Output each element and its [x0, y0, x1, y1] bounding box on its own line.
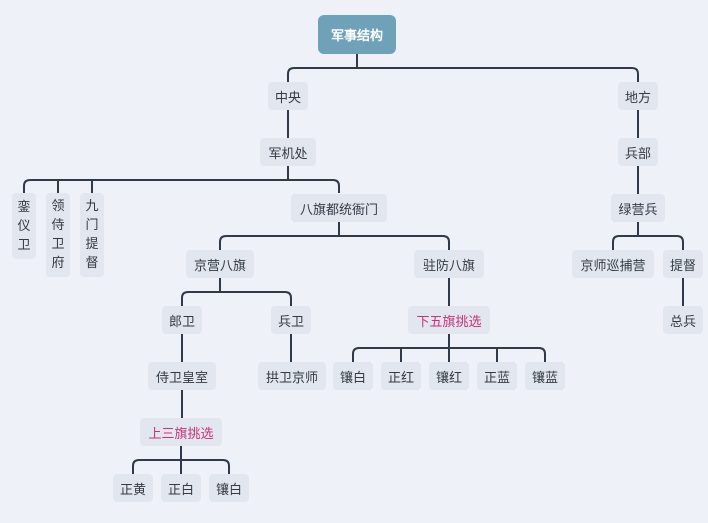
- node-jingshi-xunbuying[interactable]: 京师巡捕营: [572, 250, 654, 278]
- node-luanyiwei[interactable]: 銮 仪 卫: [12, 193, 36, 259]
- node-lingshiweifu-char-4: 府: [51, 256, 65, 271]
- edge-jingying-bus: [181, 291, 292, 306]
- node-jiumentidu-char-2: 门: [85, 218, 99, 233]
- node-lvyingbing[interactable]: 绿营兵: [611, 194, 665, 222]
- node-lower-banner-xiangbai[interactable]: 镶白: [333, 362, 373, 390]
- node-tidu[interactable]: 提督: [663, 250, 703, 278]
- node-lingshiweifu-char-2: 侍: [51, 218, 65, 233]
- node-zhufang-baqi[interactable]: 驻防八旗: [414, 250, 484, 278]
- node-lower-banner-xianghong[interactable]: 镶红: [429, 362, 469, 390]
- node-shangsanqi-note[interactable]: 上三旗挑选: [140, 418, 222, 446]
- node-lingshiweifu-char-1: 领: [51, 199, 65, 214]
- node-zongbing[interactable]: 总兵: [663, 306, 703, 334]
- node-jiumentidu[interactable]: 九 门 提 督: [80, 193, 104, 277]
- node-lower-banner-zhenghong[interactable]: 正红: [381, 362, 421, 390]
- node-luanyiwei-char-3: 卫: [17, 237, 31, 253]
- node-jiumentidu-char-3: 提: [85, 237, 99, 252]
- node-upper-banner-xiangbai[interactable]: 镶白: [209, 474, 249, 502]
- node-shiwei-huangshi[interactable]: 侍卫皇室: [148, 362, 216, 390]
- node-langwei[interactable]: 郎卫: [162, 306, 202, 334]
- node-jingying-baqi[interactable]: 京营八旗: [186, 250, 254, 278]
- root-node[interactable]: 军事结构: [318, 15, 396, 54]
- node-central[interactable]: 中央: [268, 82, 308, 110]
- node-junjichu[interactable]: 军机处: [260, 138, 316, 166]
- node-gongwei-jingshi[interactable]: 拱卫京师: [258, 362, 326, 390]
- node-bingbu[interactable]: 兵部: [618, 138, 658, 166]
- node-baqi-dutong[interactable]: 八旗都统衙门: [291, 194, 387, 222]
- node-lingshiweifu-char-3: 卫: [51, 237, 65, 252]
- node-local[interactable]: 地方: [618, 82, 658, 110]
- node-bingwei[interactable]: 兵卫: [271, 306, 311, 334]
- edge-baqi-bus: [219, 235, 450, 250]
- node-jiumentidu-char-1: 九: [85, 199, 99, 214]
- edge-junjichu-bus: [23, 179, 340, 193]
- node-luanyiwei-char-1: 銮: [17, 199, 31, 215]
- edge-lvying-bus: [612, 235, 684, 250]
- node-lingshiweifu[interactable]: 领 侍 卫 府: [46, 193, 70, 277]
- node-lower-banner-zhenglan[interactable]: 正蓝: [477, 362, 517, 390]
- node-luanyiwei-char-2: 仪: [17, 218, 31, 234]
- edge-root-bus: [287, 67, 639, 82]
- node-upper-banner-zhenghuang[interactable]: 正黄: [113, 474, 153, 502]
- node-jiumentidu-char-4: 督: [85, 256, 99, 271]
- node-upper-banner-zhengbai[interactable]: 正白: [161, 474, 201, 502]
- node-xiawuqi-note[interactable]: 下五旗挑选: [408, 306, 490, 334]
- node-lower-banner-xianglan[interactable]: 镶蓝: [525, 362, 565, 390]
